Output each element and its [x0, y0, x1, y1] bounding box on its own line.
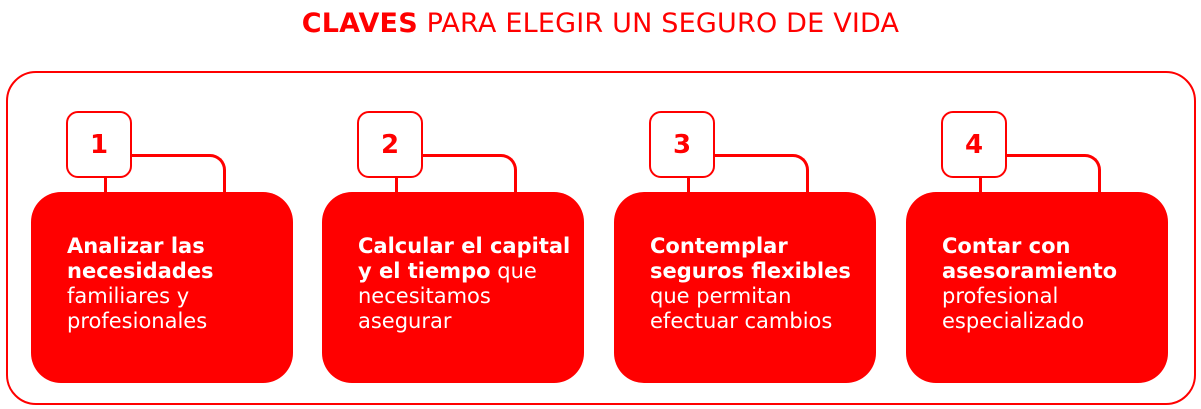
title-bold: CLAVES [301, 8, 418, 39]
step-card: Contemplar seguros flexibles que permita… [614, 192, 876, 383]
connector-line [395, 177, 398, 194]
connector-line [422, 154, 517, 194]
connector-line [104, 177, 107, 194]
step-card: Contar con asesoramiento profesional esp… [906, 192, 1168, 383]
connector-line [1006, 154, 1101, 194]
step-text: que permitan efectuar cambios [650, 284, 833, 333]
connector-line [714, 154, 809, 194]
step-number: 4 [941, 111, 1007, 178]
step-card: Calcular el capital y el tiempo que nece… [322, 192, 584, 383]
step-card: Analizar las necesidades familiares y pr… [31, 192, 293, 383]
step-text: profesional especializado [942, 284, 1085, 333]
step-heading: Contar con asesoramiento [942, 234, 1118, 283]
step-number: 3 [649, 111, 715, 178]
connector-line [687, 177, 690, 194]
step-text: familiares y profesionales [67, 284, 208, 333]
step-number: 1 [66, 111, 132, 178]
step-heading: Analizar las necesidades [67, 234, 214, 283]
connector-line [979, 177, 982, 194]
step-heading: Contemplar seguros flexibles [650, 234, 851, 283]
title-rest: PARA ELEGIR UN SEGURO DE VIDA [417, 8, 900, 39]
step-number: 2 [357, 111, 423, 178]
page-title: CLAVES PARA ELEGIR UN SEGURO DE VIDA [0, 8, 1201, 39]
step-heading: Calcular el capital y el tiempo [358, 234, 571, 283]
connector-line [131, 154, 226, 194]
step-text: que necesitamos asegurar [358, 259, 537, 333]
steps-frame [6, 71, 1196, 405]
